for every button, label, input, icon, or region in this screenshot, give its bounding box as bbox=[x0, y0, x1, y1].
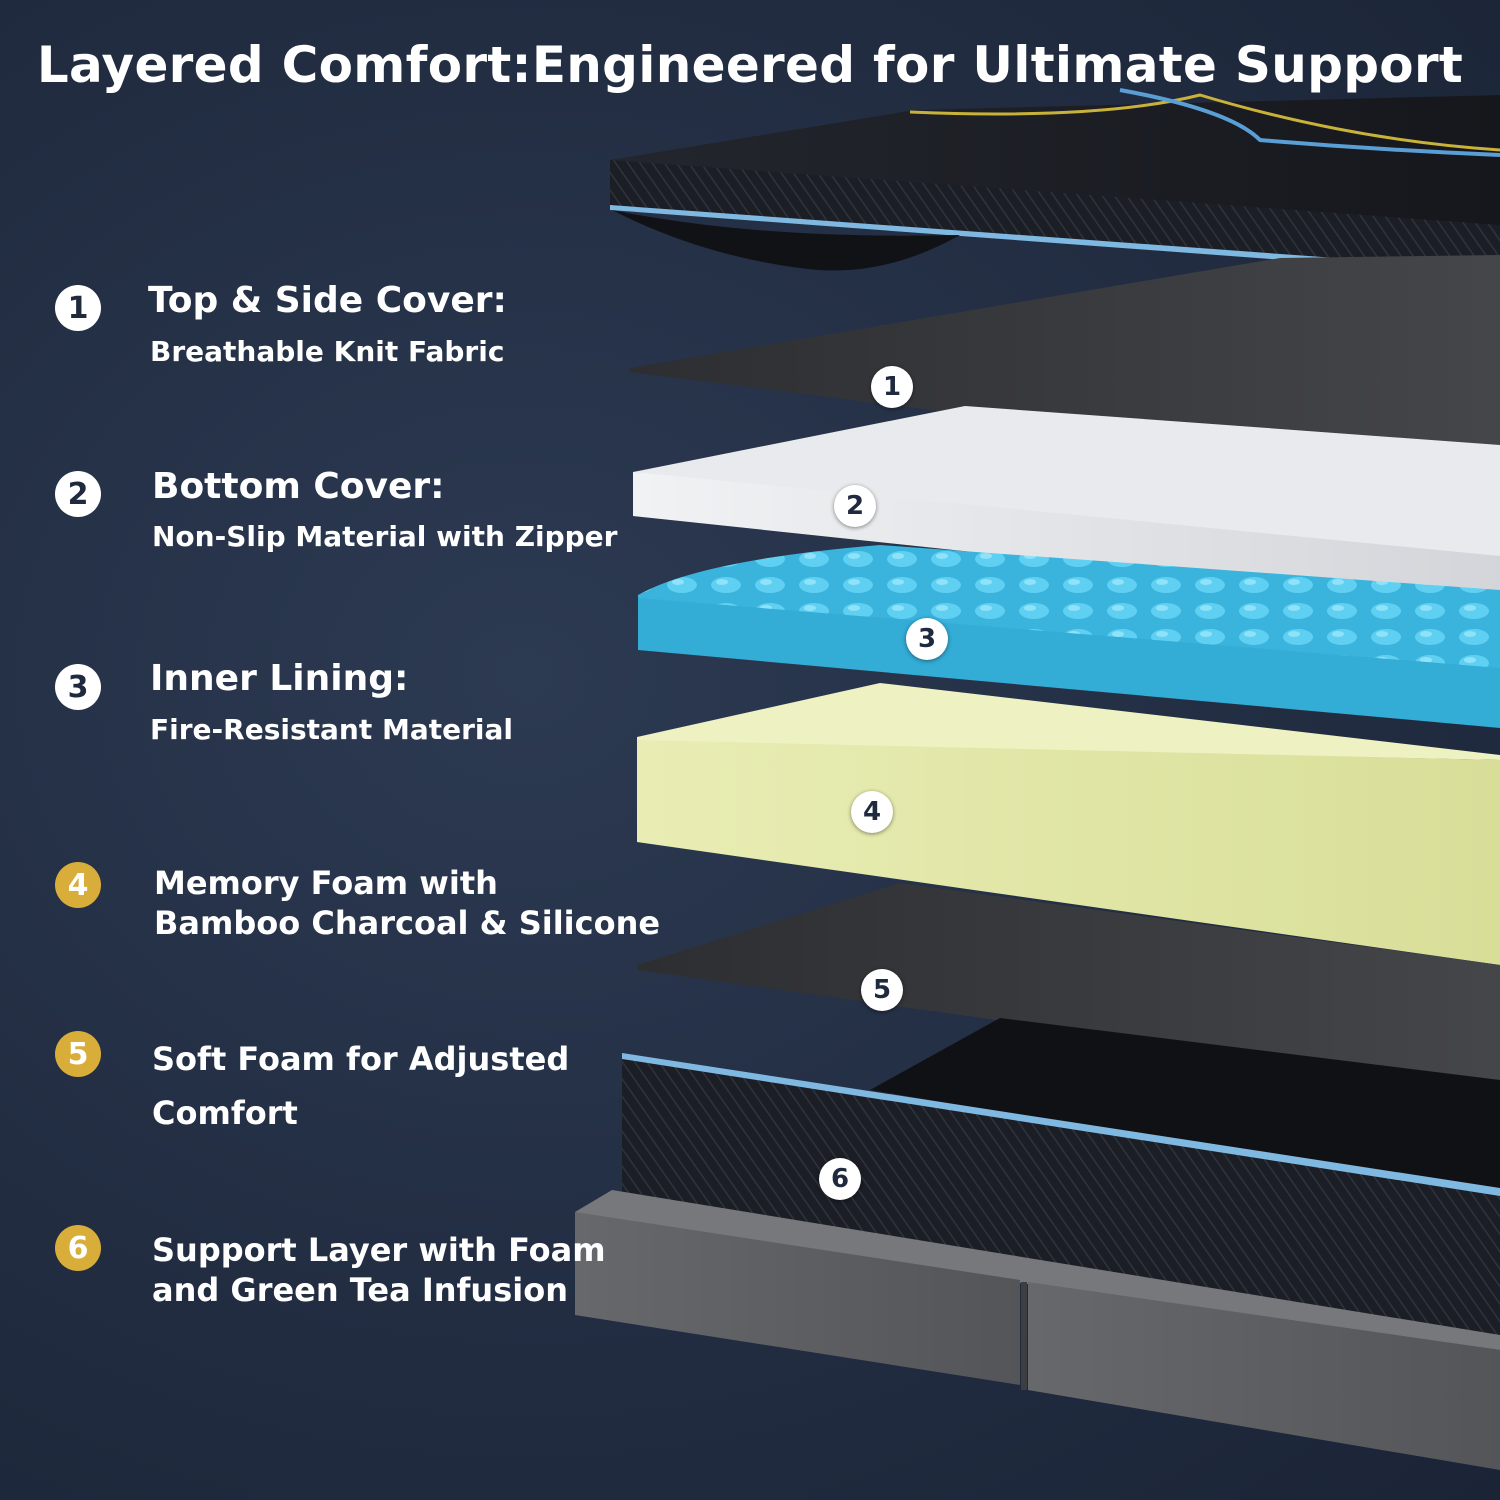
legend-title-3: Inner Lining: bbox=[150, 658, 409, 699]
soft-foam-layer bbox=[637, 883, 1500, 1090]
legend-text-5-line1: Soft Foam for Adjusted bbox=[152, 1040, 570, 1078]
layer-marker-5: 5 bbox=[861, 969, 903, 1011]
legend-title-2: Bottom Cover: bbox=[152, 466, 445, 507]
legend-text-4-line2: Bamboo Charcoal & Silicone bbox=[154, 904, 661, 942]
legend-badge-5: 5 bbox=[55, 1031, 101, 1077]
legend-text-4-line1: Memory Foam with bbox=[154, 864, 498, 902]
legend-title-1: Top & Side Cover: bbox=[148, 280, 507, 321]
egg-crate-foam-layer bbox=[638, 545, 1500, 728]
legend-badge-2: 2 bbox=[55, 471, 101, 517]
legend-badge-4: 4 bbox=[55, 862, 101, 908]
legend-subtitle-1: Breathable Knit Fabric bbox=[150, 335, 505, 368]
memory-foam-layer bbox=[637, 683, 1500, 965]
base-foundation bbox=[575, 1190, 1500, 1470]
legend-subtitle-3: Fire-Resistant Material bbox=[150, 713, 514, 746]
legend-text-6-line1: Support Layer with Foam bbox=[152, 1231, 606, 1269]
page-title: Layered Comfort:Engineered for Ultimate … bbox=[36, 36, 1464, 94]
legend-badge-6: 6 bbox=[55, 1225, 101, 1271]
top-side-cover-layer bbox=[610, 88, 1500, 276]
legend-badge-1: 1 bbox=[55, 285, 101, 331]
legend-subtitle-2: Non-Slip Material with Zipper bbox=[152, 520, 618, 553]
bottom-cover-layer bbox=[630, 255, 1500, 445]
support-layer bbox=[622, 1018, 1500, 1345]
layer-marker-6: 6 bbox=[819, 1158, 861, 1200]
layer-marker-2: 2 bbox=[834, 485, 876, 527]
layer-marker-3: 3 bbox=[906, 618, 948, 660]
legend-badge-3: 3 bbox=[55, 664, 101, 710]
layer-marker-4: 4 bbox=[851, 791, 893, 833]
legend-text-6-line2: and Green Tea Infusion bbox=[152, 1271, 568, 1309]
layer-marker-1: 1 bbox=[871, 366, 913, 408]
legend-text-5-line2: Comfort bbox=[152, 1094, 298, 1132]
